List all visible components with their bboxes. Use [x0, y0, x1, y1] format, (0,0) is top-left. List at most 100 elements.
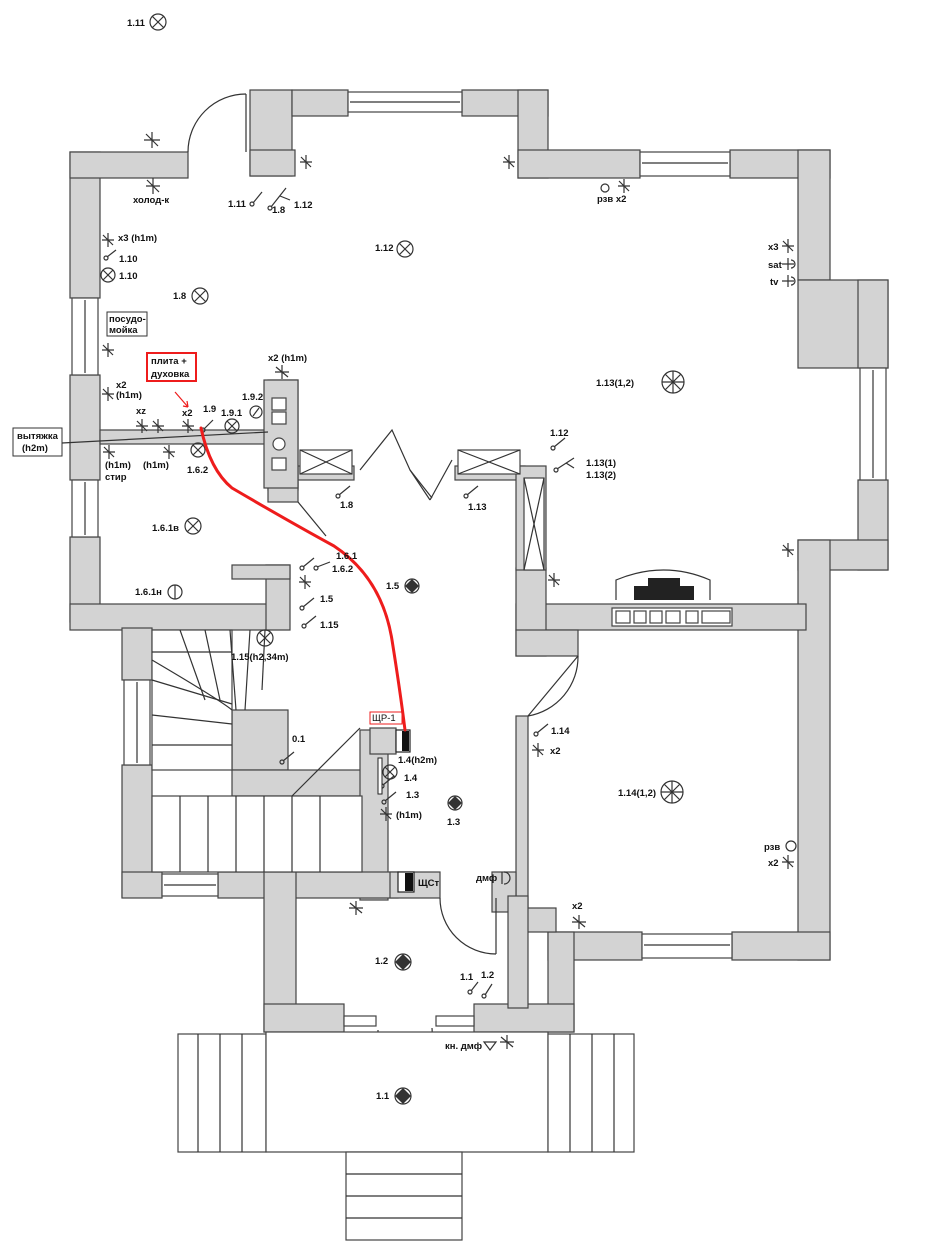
label-1-12-switch: 1.12 [294, 200, 313, 211]
arrow-icon [174, 391, 189, 408]
ventilation-blocks [263, 379, 733, 627]
label-1-6-2: 1.6.2 [187, 465, 208, 476]
label-1-13-1-2-lamp: 1.13(1,2) [596, 378, 634, 389]
label-1-13: 1.13 [468, 502, 487, 513]
label-1-5-lamp: 1.5 [386, 581, 400, 592]
socket-icon [782, 543, 794, 557]
socket-icon [102, 387, 114, 401]
label-x2-c: x2 [550, 746, 561, 757]
socket-icon [136, 419, 148, 433]
sockets [102, 132, 797, 1051]
label-boxes [12, 311, 403, 725]
label-x3: x3 [768, 242, 779, 253]
label-sat: sat [768, 260, 783, 271]
label-x2-b: x2 [182, 408, 193, 419]
socket-icon [618, 179, 630, 193]
socket-icon [163, 445, 175, 459]
cable-route [199, 426, 407, 732]
label-panel-shr1: ЩР-1 [372, 713, 396, 724]
label-1-10-lamp: 1.10 [119, 271, 138, 282]
label-1-9: 1.9 [203, 404, 216, 415]
label-x2-a: x2 [116, 380, 127, 391]
switch-icon [467, 981, 479, 995]
chandelier-icon [661, 370, 685, 394]
socket-icon [299, 575, 311, 589]
chandelier-icon [660, 780, 684, 804]
labels: 1.11 холод-к 1.11 1.8 1.12 рзв x2 x3 (h1… [17, 18, 783, 1102]
lamp-icon [224, 418, 240, 434]
wall-lamp-icon [249, 405, 263, 419]
lamp-icon [190, 442, 206, 458]
label-1-9-2: 1.9.2 [242, 392, 263, 403]
porch-steps [177, 1031, 635, 1241]
switch-icon [103, 249, 117, 261]
socket-icon [349, 901, 363, 915]
label-1-9-1: 1.9.1 [221, 408, 243, 419]
lamp-icon [191, 287, 209, 305]
switch-icon [381, 791, 397, 805]
switch-icon [553, 457, 575, 473]
label-0-1: 0.1 [292, 734, 306, 745]
label-h1m-c: (h1m) [143, 460, 169, 471]
label-x2-d: x2 [768, 858, 779, 869]
socket-icon [182, 419, 194, 433]
doors [187, 93, 579, 1083]
socket-icon [572, 915, 586, 929]
label-x3-h1m: x3 (h1m) [118, 233, 157, 244]
label-dmf: дмф [476, 873, 497, 884]
label-fridge: холод-к [133, 195, 169, 206]
switch-icon [249, 191, 263, 207]
label-1-8-switch: 1.8 [272, 205, 285, 216]
label-rzv-x2: рзв x2 [597, 194, 626, 205]
label-1-6-1n: 1.6.1н [135, 587, 162, 598]
lamp-icon [149, 13, 167, 31]
socket-icon [785, 840, 797, 852]
socket-icon [782, 258, 796, 270]
label-1-13-1: 1.13(1) [586, 458, 616, 469]
label-shst: ЩСт [418, 878, 440, 889]
socket-icon [380, 807, 392, 821]
socket-icon [275, 365, 289, 379]
label-1-13-2: 1.13(2) [586, 470, 616, 481]
electrical-panels [377, 729, 415, 893]
label-kn-dmf: кн. дмф [445, 1041, 482, 1052]
switches [103, 187, 575, 999]
label-hood-1: вытяжка [17, 431, 59, 442]
staircase [151, 629, 363, 873]
label-h1m-d: (h1m) [396, 810, 422, 821]
switch-icon [301, 615, 317, 629]
label-1-15-lamp: 1.15(h2,34m) [231, 652, 289, 663]
label-xz: xz [136, 406, 146, 417]
label-1-8-lamp: 1.8 [173, 291, 186, 302]
socket-icon [548, 573, 560, 587]
label-1-11-top: 1.11 [127, 18, 146, 29]
label-1-4: 1.4 [404, 773, 418, 784]
socket-icon [782, 275, 796, 287]
switch-icon [533, 723, 549, 737]
lamps [100, 13, 685, 1105]
wall-lamp-icon [394, 953, 412, 971]
label-1-12-b: 1.12 [550, 428, 569, 439]
label-1-14: 1.14 [551, 726, 570, 737]
lamp-icon [396, 240, 414, 258]
label-stove-2: духовка [151, 369, 190, 380]
socket-icon [600, 183, 610, 193]
label-1-14-1-2-lamp: 1.14(1,2) [618, 788, 656, 799]
wall-lamp-icon [167, 584, 183, 600]
switch-icon [267, 187, 291, 211]
switch-icon [299, 557, 315, 571]
switch-icon [463, 485, 479, 499]
switch-icon [550, 437, 566, 451]
label-washer: стир [105, 472, 127, 483]
label-1-3: 1.3 [406, 790, 419, 801]
label-x2-h1m-top: x2 (h1m) [268, 353, 307, 364]
switch-icon [279, 751, 295, 765]
wall-lamp-icon [404, 578, 420, 594]
lamp-icon [256, 629, 274, 647]
socket-icon [482, 1041, 498, 1051]
switch-icon [335, 485, 351, 499]
switch-icon [299, 597, 315, 611]
lamp-icon [184, 517, 202, 535]
label-rzv: рзв [764, 842, 780, 853]
